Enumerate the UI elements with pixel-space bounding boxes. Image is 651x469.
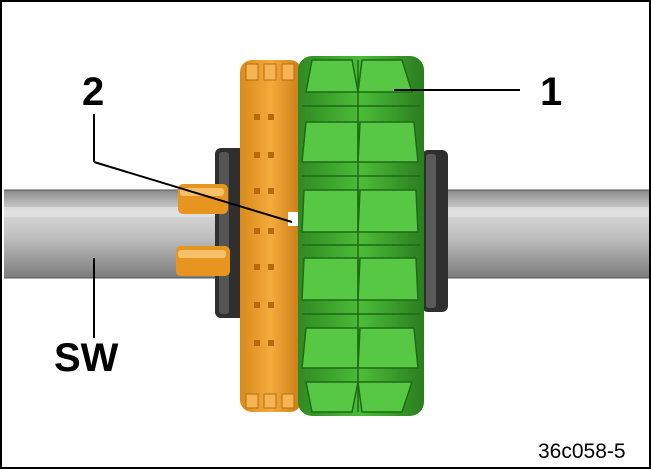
callout-shaft-sw: SW	[54, 336, 119, 380]
figure-id: 36c058-5	[538, 440, 626, 463]
right-spacer-ring	[422, 150, 448, 312]
leader-line-2-diagonal	[93, 161, 293, 223]
callout-2: 2	[82, 70, 105, 114]
orange-sprocket	[240, 60, 302, 412]
green-gear	[298, 56, 424, 416]
callout-1: 1	[540, 70, 563, 114]
